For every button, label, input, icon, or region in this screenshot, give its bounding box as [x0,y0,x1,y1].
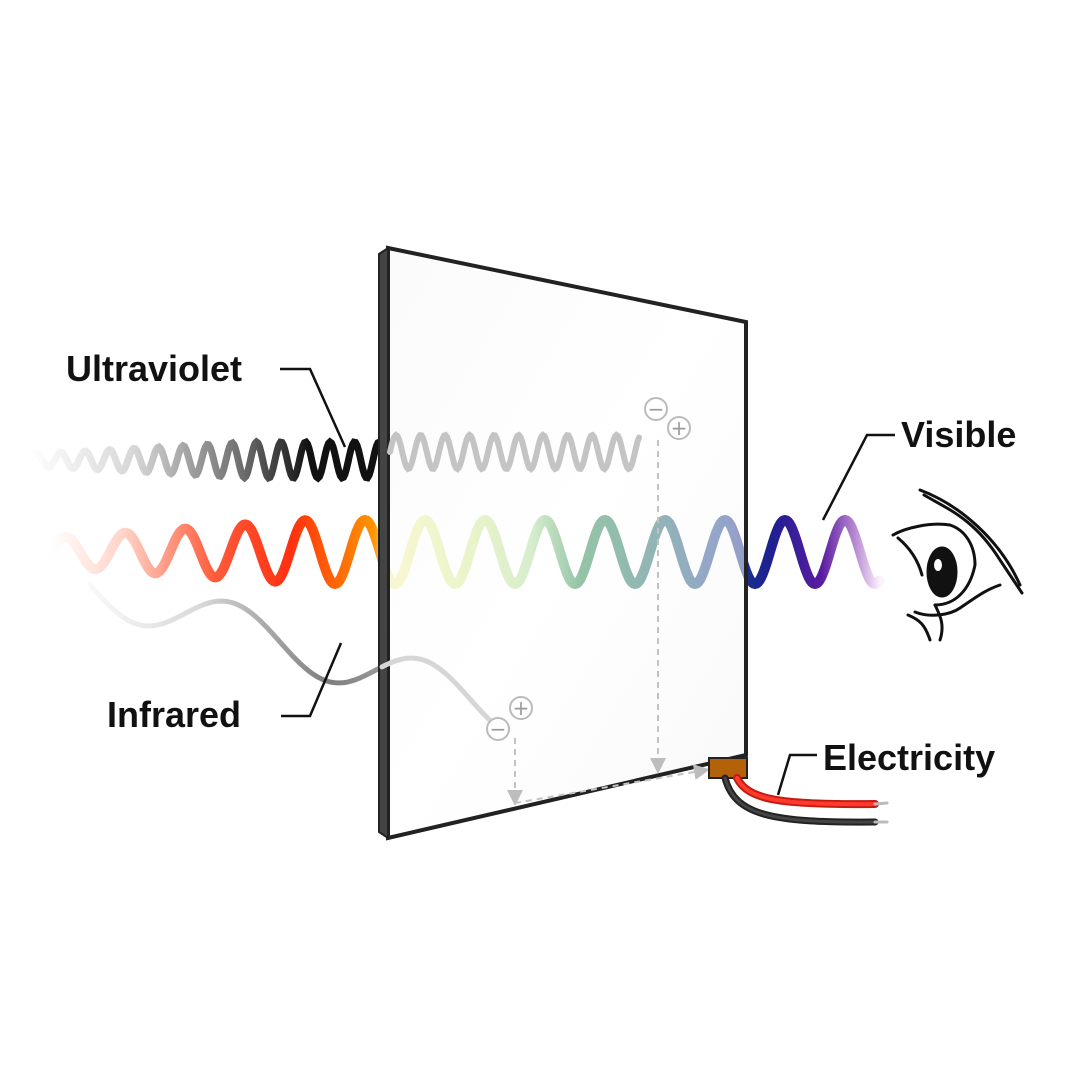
ultraviolet-wave [26,437,386,483]
infrared-wave [87,582,383,686]
wires [721,774,889,826]
infrared-wave-absorbed [379,655,503,732]
label-electricity: Electricity [823,737,995,778]
svg-text:−: − [490,717,507,741]
ultraviolet-wave-absorbed [387,431,642,473]
eye-icon [891,488,1024,642]
charge-flow-arrows [507,440,710,806]
plus-charge-icon: + [667,416,691,440]
label-visible: Visible [901,414,1016,455]
label-leaders [280,367,895,796]
label-infrared: Infrared [107,694,241,735]
label-ultraviolet: Ultraviolet [66,348,242,389]
minus-charge-icon: − [644,397,668,421]
charge-pair-upper: − + [644,397,691,440]
charge-pair-lower: − + [486,696,533,741]
glass-panel [378,245,748,841]
minus-charge-icon: − [486,717,510,741]
svg-text:−: − [648,397,665,421]
plus-charge-icon: + [509,696,533,720]
electric-connector [708,757,748,779]
svg-text:+: + [513,696,530,720]
svg-text:+: + [671,416,688,440]
